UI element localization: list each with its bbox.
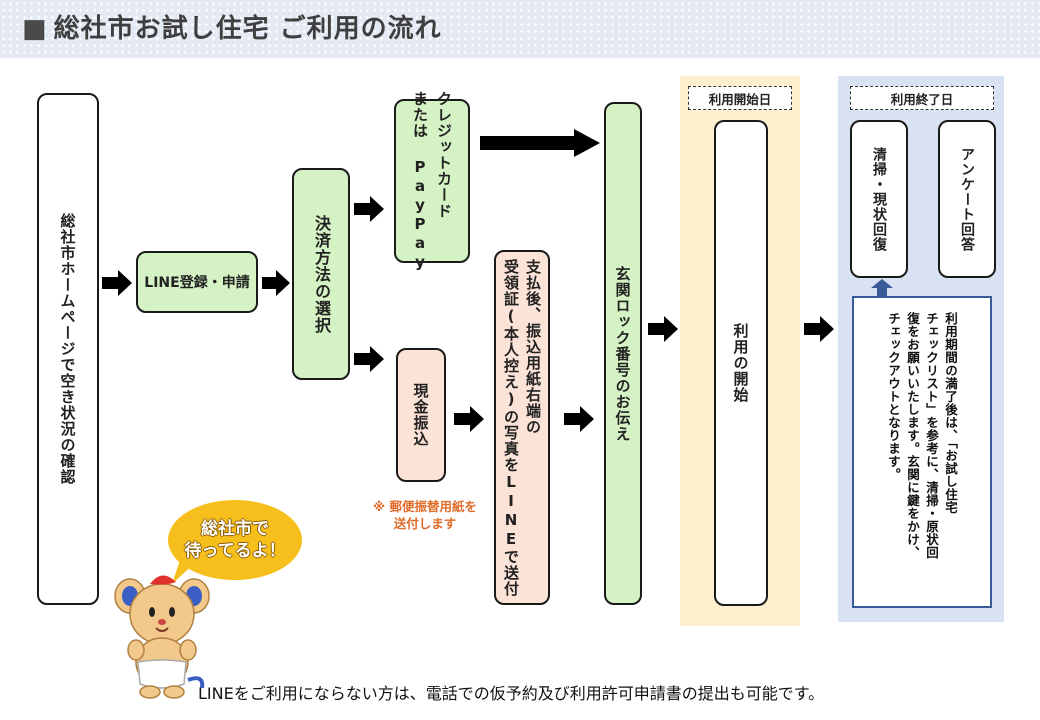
step-line-register: LINE登録・申請 — [136, 251, 258, 313]
arrow-right-icon — [354, 196, 384, 222]
step-receipt-label: 支払後、振込用紙右端の 受領証(本人控え)の写真をLINEで送付 — [502, 258, 542, 597]
end-day-label: 利用終了日 — [850, 86, 994, 110]
furikomi-note-line2: 送付します — [393, 516, 457, 531]
step-payment-method: 決済方法の選択 — [292, 168, 350, 380]
step-credit-card-label: クレジットカード または PayPay — [411, 90, 453, 272]
step-receipt-send: 支払後、振込用紙右端の 受領証(本人控え)の写真をLINEで送付 — [494, 250, 550, 605]
speech-bubble-line1: 総社市で — [201, 519, 269, 539]
step-homepage-check: 総社市ホームページで空き状況の確認 — [37, 93, 99, 605]
footer-note: LINEをご利用にならない方は、電話での仮予約及び利用許可申請書の提出も可能です… — [198, 684, 825, 703]
step-door-lock: 玄関ロック番号のお伝え — [604, 102, 642, 605]
furikomi-note-line1: ※ 郵便振替用紙を — [372, 499, 477, 514]
step-payment-method-label: 決済方法の選択 — [312, 214, 331, 334]
arrow-right-icon — [564, 406, 594, 432]
step-bank-transfer-label: 現金振込 — [411, 383, 430, 447]
arrow-right-icon — [102, 270, 132, 296]
arrow-right-icon — [454, 406, 484, 432]
mascot-mouse-icon — [114, 575, 210, 699]
step-line-register-label: LINE登録・申請 — [144, 275, 250, 291]
page-title-text: 総社市お試し住宅 ご利用の流れ — [53, 14, 442, 44]
checkout-note-text: 利用期間の満了後は、「お試し住宅 チェックリスト」を参考に、清掃・原状回 復をお… — [886, 312, 958, 559]
arrow-long-right-icon — [480, 129, 600, 157]
step-start-use: 利用の開始 — [714, 120, 768, 606]
step-bank-transfer: 現金振込 — [396, 348, 446, 482]
arrow-right-icon — [354, 346, 384, 372]
square-icon: ■ — [22, 14, 48, 44]
speech-bubble-line2: 待ってるよ！ — [184, 541, 286, 561]
step-start-use-label: 利用の開始 — [731, 323, 750, 403]
page-title: ■総社市お試し住宅 ご利用の流れ — [22, 8, 442, 45]
arrow-right-icon — [804, 316, 834, 342]
arrow-up-icon — [871, 279, 893, 297]
step-survey-label: アンケート回答 — [959, 146, 975, 252]
furikomi-note: ※ 郵便振替用紙を 送付します — [340, 498, 510, 532]
header-banner: ■総社市お試し住宅 ご利用の流れ — [0, 0, 1040, 58]
step-credit-card: クレジットカード または PayPay — [394, 91, 470, 272]
step-survey: アンケート回答 — [938, 120, 996, 278]
start-day-label: 利用開始日 — [688, 86, 792, 110]
checkout-note-box: 利用期間の満了後は、「お試し住宅 チェックリスト」を参考に、清掃・原状回 復をお… — [852, 296, 992, 608]
step-door-lock-label: 玄関ロック番号のお伝え — [613, 265, 632, 442]
step-cleaning-label: 清掃・現状回復 — [871, 146, 887, 252]
step-cleaning: 清掃・現状回復 — [850, 120, 908, 278]
speech-bubble-tail-icon — [172, 560, 198, 584]
arrow-right-icon — [648, 316, 678, 342]
step-homepage-label: 総社市ホームページで空き状況の確認 — [58, 213, 77, 485]
arrow-right-icon — [262, 270, 290, 296]
